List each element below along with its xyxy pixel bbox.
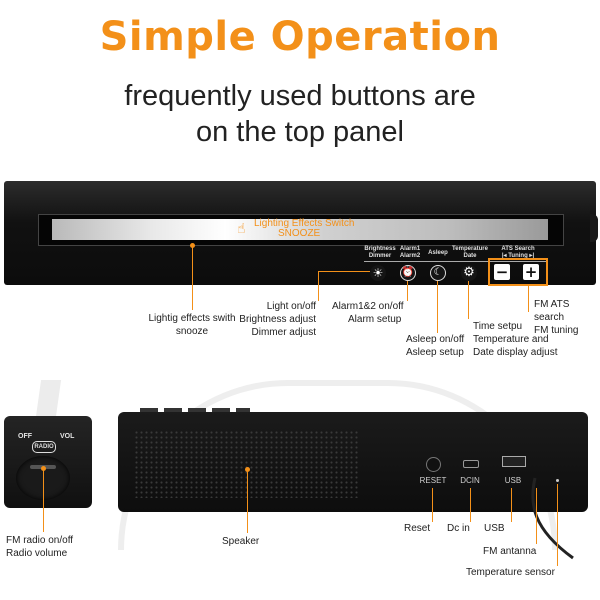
usb-annotation: USB — [484, 523, 505, 534]
off-label: OFF — [18, 433, 32, 440]
sleep-annotation: Asleep on/off Asleep setup — [406, 333, 486, 359]
temp-annotation-line2: Temperature and — [473, 334, 549, 345]
sleep-pointer-line — [437, 281, 438, 333]
subtitle-line-2: on the top panel — [195, 116, 404, 148]
dcin-pointer-line — [470, 488, 471, 522]
dc-in-port-label: DCIN — [460, 476, 480, 485]
brightness-annotation-line3: Dimmer adjust — [251, 327, 316, 338]
dc-in-port[interactable] — [463, 460, 479, 468]
temp-pointer-line — [468, 281, 469, 319]
fm-radio-annotation: FM radio on/off Radio volume — [6, 534, 96, 560]
ats-tuning-header: ATS Search |◂ Tuning ▸| — [492, 246, 544, 260]
asleep-header: Asleep — [426, 250, 450, 257]
tuning-header-line2: |◂ Tuning ▸| — [501, 253, 535, 259]
temp-annotation: Time setpu Temperature and Date display … — [473, 320, 573, 359]
temp-annotation-line3: Date display adjust — [473, 347, 558, 358]
subtitle-line-1: frequently used buttons are — [124, 80, 476, 112]
light-effects-pointer-line — [192, 245, 193, 310]
ats-search-header-line1: ATS Search — [501, 246, 535, 252]
hand-pointer-icon: ☝ — [237, 221, 246, 237]
brightness-annotation-line2: Brightness adjust — [239, 314, 316, 325]
temperature-sensor — [556, 479, 559, 482]
dimmer-header-line2: Dimmer — [368, 253, 392, 259]
reset-button[interactable] — [426, 457, 441, 472]
gear-icon[interactable]: ⚙ — [461, 265, 477, 281]
brightness-annotation: Light on/off Brightness adjust Dimmer ad… — [218, 300, 316, 339]
speaker-annotation: Speaker — [222, 536, 260, 547]
sleep-annotation-line1: Asleep on/off — [406, 334, 465, 345]
alarm-pointer-line — [407, 281, 408, 301]
light-effects-annotation-line1: Lightig effects swith — [148, 313, 236, 324]
light-bar-label: Lighting Effects Switch SNOOZE — [254, 219, 384, 239]
alarm-annotation-line2: Alarm setup — [348, 314, 402, 325]
tuning-minus-button[interactable]: − — [494, 263, 510, 281]
radio-badge: RADIO — [32, 441, 56, 453]
asleep-header-line1: Asleep — [428, 250, 448, 256]
reset-annotation: Reset — [404, 523, 431, 534]
temperature-header-line1: Temperature — [452, 246, 488, 252]
alarm2-header-line2: Alarm2 — [399, 253, 421, 259]
sensor-annotation: Temperature sensor — [466, 567, 555, 578]
headline: Simple Operation — [99, 14, 501, 60]
alarm-clock-icon[interactable]: ⏰ — [400, 265, 416, 281]
sleep-annotation-line2: Asleep setup — [406, 347, 464, 358]
fm-antenna-wire — [531, 477, 574, 560]
brightness-dimmer-header: Brightness Dimmer — [362, 246, 398, 260]
light-bar-label-line2: SNOOZE — [278, 228, 321, 239]
fm-radio-pointer-line — [43, 468, 44, 532]
reset-port-label: RESET — [419, 476, 447, 485]
lighting-effects-switch-bar[interactable] — [52, 219, 548, 240]
ats-pointer-line — [528, 286, 529, 312]
speaker-pointer-line — [247, 469, 248, 533]
temperature-date-header: Temperature Date — [450, 246, 490, 260]
sensor-pointer-line — [557, 484, 558, 566]
antenna-pointer-line — [536, 488, 537, 544]
sleep-icon[interactable]: ☾ — [430, 265, 446, 281]
brightness-annotation-line1: Light on/off — [266, 301, 316, 312]
tuning-plus-button[interactable]: + — [523, 263, 539, 281]
header-divider — [364, 261, 546, 262]
ats-annotation: FM ATS search FM tuning — [534, 298, 600, 337]
date-header-line2: Date — [463, 253, 477, 259]
back-panel-top-ridges — [140, 408, 250, 414]
alarm1-header-line1: Alarm1 — [399, 246, 421, 252]
antenna-annotation: FM antanna — [483, 546, 537, 557]
temp-annotation-line1: Time setpu — [473, 321, 523, 332]
alarm-annotation-line1: Alarm1&2 on/off — [332, 301, 404, 312]
dcin-annotation: Dc in — [447, 523, 470, 534]
ats-tuning-highlight — [488, 258, 548, 286]
brightness-icon[interactable]: ☀ — [370, 265, 386, 281]
light-bar-label-line1: Lighting Effects Switch — [254, 218, 355, 229]
fm-radio-annotation-line1: FM radio on/off — [6, 535, 74, 546]
brightness-pointer-hline — [318, 271, 370, 272]
vol-label: VOL — [60, 433, 75, 440]
usb-port[interactable] — [502, 456, 526, 467]
alarm-header: Alarm1 Alarm2 — [398, 246, 422, 260]
ats-annotation-line1: FM ATS search — [534, 299, 570, 323]
usb-pointer-line — [511, 488, 512, 522]
reset-pointer-line — [432, 488, 433, 522]
alarm-annotation: Alarm1&2 on/off Alarm setup — [332, 300, 422, 326]
light-effects-annotation: Lightig effects swith snooze — [132, 312, 252, 338]
usb-port-label: USB — [504, 476, 522, 485]
light-effects-annotation-line2: snooze — [175, 326, 209, 337]
brightness-header-line1: Brightness — [364, 246, 396, 252]
fm-radio-annotation-line2: Radio volume — [6, 548, 68, 559]
ats-annotation-line2: FM tuning — [534, 325, 579, 336]
top-panel-edge — [590, 214, 598, 242]
brightness-pointer-vline — [318, 271, 319, 301]
